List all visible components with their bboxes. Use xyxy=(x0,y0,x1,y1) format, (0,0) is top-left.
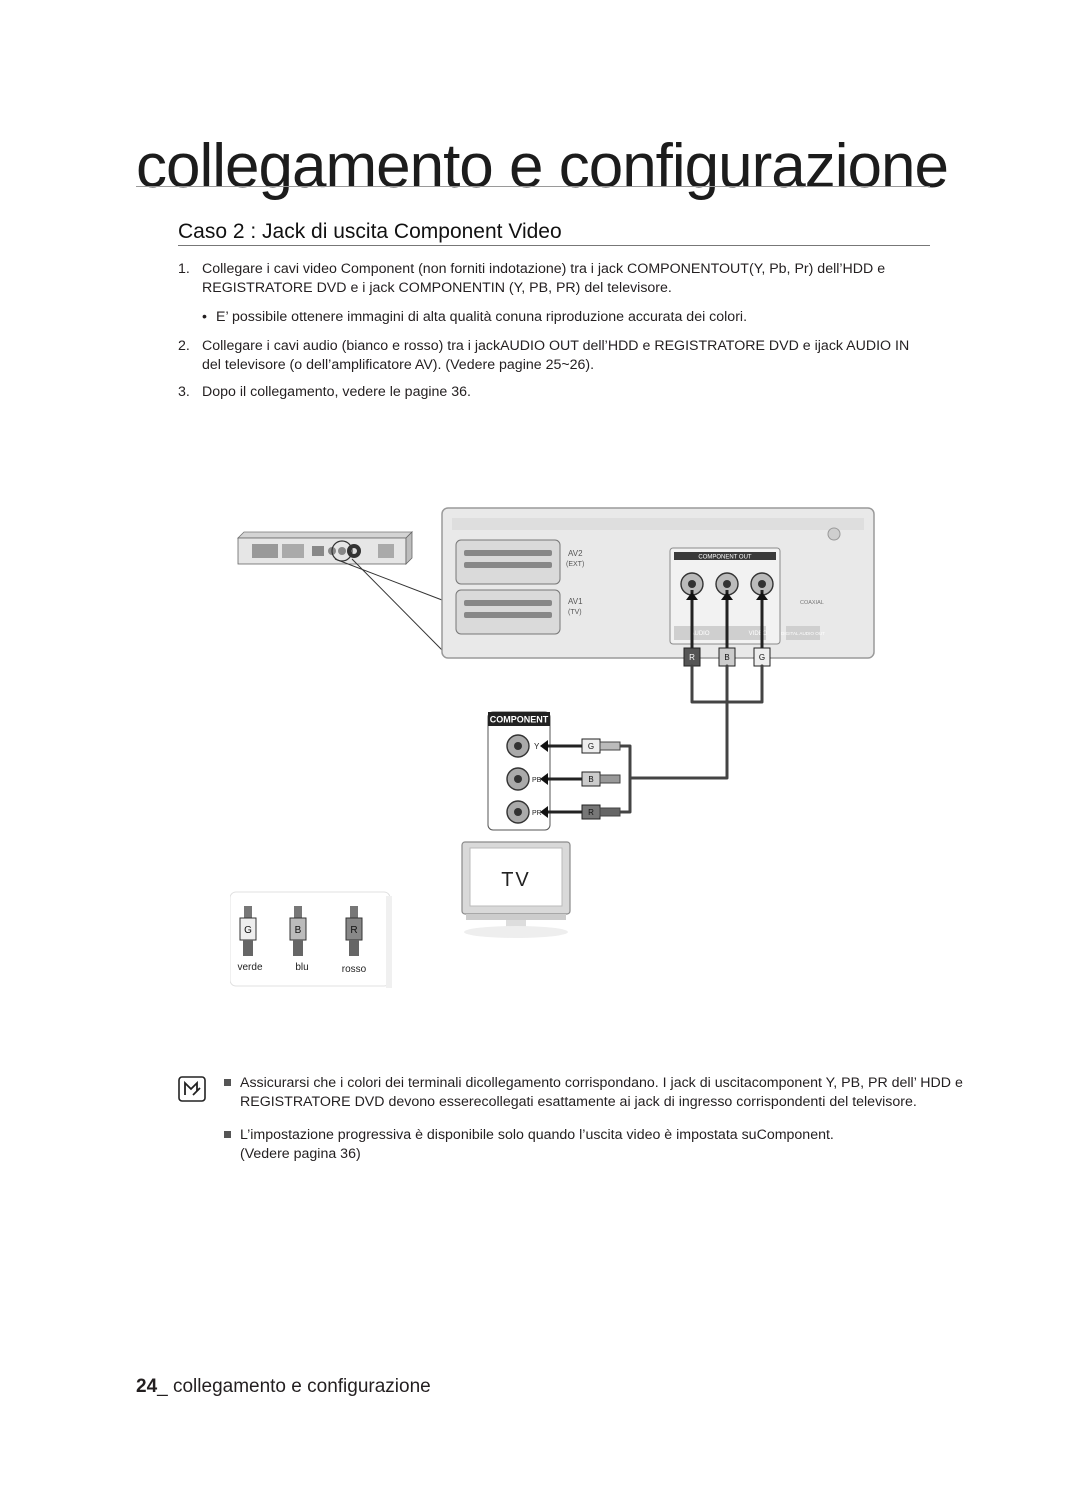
plug-label-g-bottom: G xyxy=(588,742,594,751)
video-label: VIDEO xyxy=(749,631,768,637)
note-item: Assicurarsi che i colori dei terminali d… xyxy=(178,1074,963,1112)
component-panel-label: COMPONENT xyxy=(490,715,549,725)
bullet-mark: • xyxy=(202,309,207,325)
note-text: L’impostazione progressiva è disponibile… xyxy=(240,1127,834,1143)
av2-sub-label: (EXT) xyxy=(566,561,584,568)
legend-name-blu: blu xyxy=(295,962,308,973)
section-divider xyxy=(178,245,930,246)
digital-audio-out-label: DIGITAL AUDIO OUT xyxy=(781,631,825,636)
av2-label: AV2 xyxy=(568,549,583,558)
note-square-bullet xyxy=(224,1079,231,1086)
legend-plug-g: G verde xyxy=(237,906,263,973)
plug-label-r: R xyxy=(689,653,695,662)
step-text: del televisore (o dell’amplificatore AV)… xyxy=(202,357,595,373)
legend-letter-r: R xyxy=(350,925,357,936)
jack-label-pb: PB xyxy=(532,777,542,784)
connection-diagram: AV2 (EXT) AV1 (TV) COMPONENT OUT AUDIO V… xyxy=(230,507,875,988)
step-number: 2. xyxy=(178,338,190,354)
plug-label-r-bottom: R xyxy=(588,808,594,817)
legend-plug-b: B blu xyxy=(289,906,309,973)
step-text: Collegare i cavi video Component (non fo… xyxy=(202,261,886,277)
cables xyxy=(618,664,764,814)
note-text: Assicurarsi che i colori dei terminali d… xyxy=(240,1075,963,1091)
step-3: 3. Dopo il collegamento, vedere le pagin… xyxy=(178,383,926,402)
audio-label: AUDIO xyxy=(690,631,709,637)
chapter-divider xyxy=(136,186,930,187)
rear-panel-closeup: AV2 (EXT) AV1 (TV) COMPONENT OUT AUDIO V… xyxy=(441,507,875,659)
page-footer: 24_ collegamento e configurazione xyxy=(136,1376,431,1398)
note-square-bullet xyxy=(224,1131,231,1138)
legend-letter-g: G xyxy=(244,925,252,936)
tv-label: TV xyxy=(501,869,531,891)
cable-plugs-bottom: G B R xyxy=(540,738,621,820)
note-text: (Vedere pagina 36) xyxy=(240,1146,361,1162)
legend-name-verde: verde xyxy=(237,962,262,973)
legend-plug-r: R rosso xyxy=(342,906,367,975)
notes-section: Assicurarsi che i colori dei terminali d… xyxy=(178,1074,963,1178)
plug-label-b-bottom: B xyxy=(588,775,593,784)
chapter-title: collegamento e configurazione xyxy=(136,132,949,201)
note-icon xyxy=(178,1076,206,1102)
coaxial-label: COAXIAL xyxy=(800,600,824,606)
section-title: Caso 2 : Jack di uscita Component Video xyxy=(178,220,562,243)
plug-label-g: G xyxy=(759,653,765,662)
component-input-panel: COMPONENT Y PB PR xyxy=(487,711,551,831)
step-number: 1. xyxy=(178,261,190,277)
instruction-steps: 1. Collegare i cavi video Component (non… xyxy=(178,260,926,410)
note-text: REGISTRATORE DVD devono esserecollegati … xyxy=(240,1094,917,1110)
hdd-dvd-recorder-illustration xyxy=(237,531,413,565)
step-1: 1. Collegare i cavi video Component (non… xyxy=(178,260,926,298)
footer-text: _ collegamento e configurazione xyxy=(157,1376,431,1397)
page-number: 24 xyxy=(136,1376,158,1397)
bullet-text: E’ possibile ottenere immagini di alta q… xyxy=(216,309,748,325)
component-out-label: COMPONENT OUT xyxy=(698,555,752,561)
step-text: Collegare i cavi audio (bianco e rosso) … xyxy=(202,338,910,354)
jack-label-pr: PR xyxy=(532,810,542,817)
jack-label-y: Y xyxy=(534,742,540,751)
step-1-bullet: • E’ possibile ottenere immagini di alta… xyxy=(178,308,926,327)
step-text: REGISTRATORE DVD e i jack COMPONENTIN (Y… xyxy=(202,280,672,296)
legend-name-rosso: rosso xyxy=(342,964,367,975)
plug-color-legend: G verde B blu R rosso xyxy=(230,891,392,988)
step-2: 2. Collegare i cavi audio (bianco e ross… xyxy=(178,337,926,375)
plug-label-b: B xyxy=(724,653,729,662)
step-text: Dopo il collegamento, vedere le pagine 3… xyxy=(202,384,471,400)
note-item: L’impostazione progressiva è disponibile… xyxy=(178,1126,938,1164)
cable-plugs-top: R B G xyxy=(683,590,771,667)
legend-letter-b: B xyxy=(295,925,302,936)
tv-illustration: TV xyxy=(461,841,571,938)
av1-sub-label: (TV) xyxy=(568,609,582,616)
step-number: 3. xyxy=(178,384,190,400)
av1-label: AV1 xyxy=(568,597,583,606)
